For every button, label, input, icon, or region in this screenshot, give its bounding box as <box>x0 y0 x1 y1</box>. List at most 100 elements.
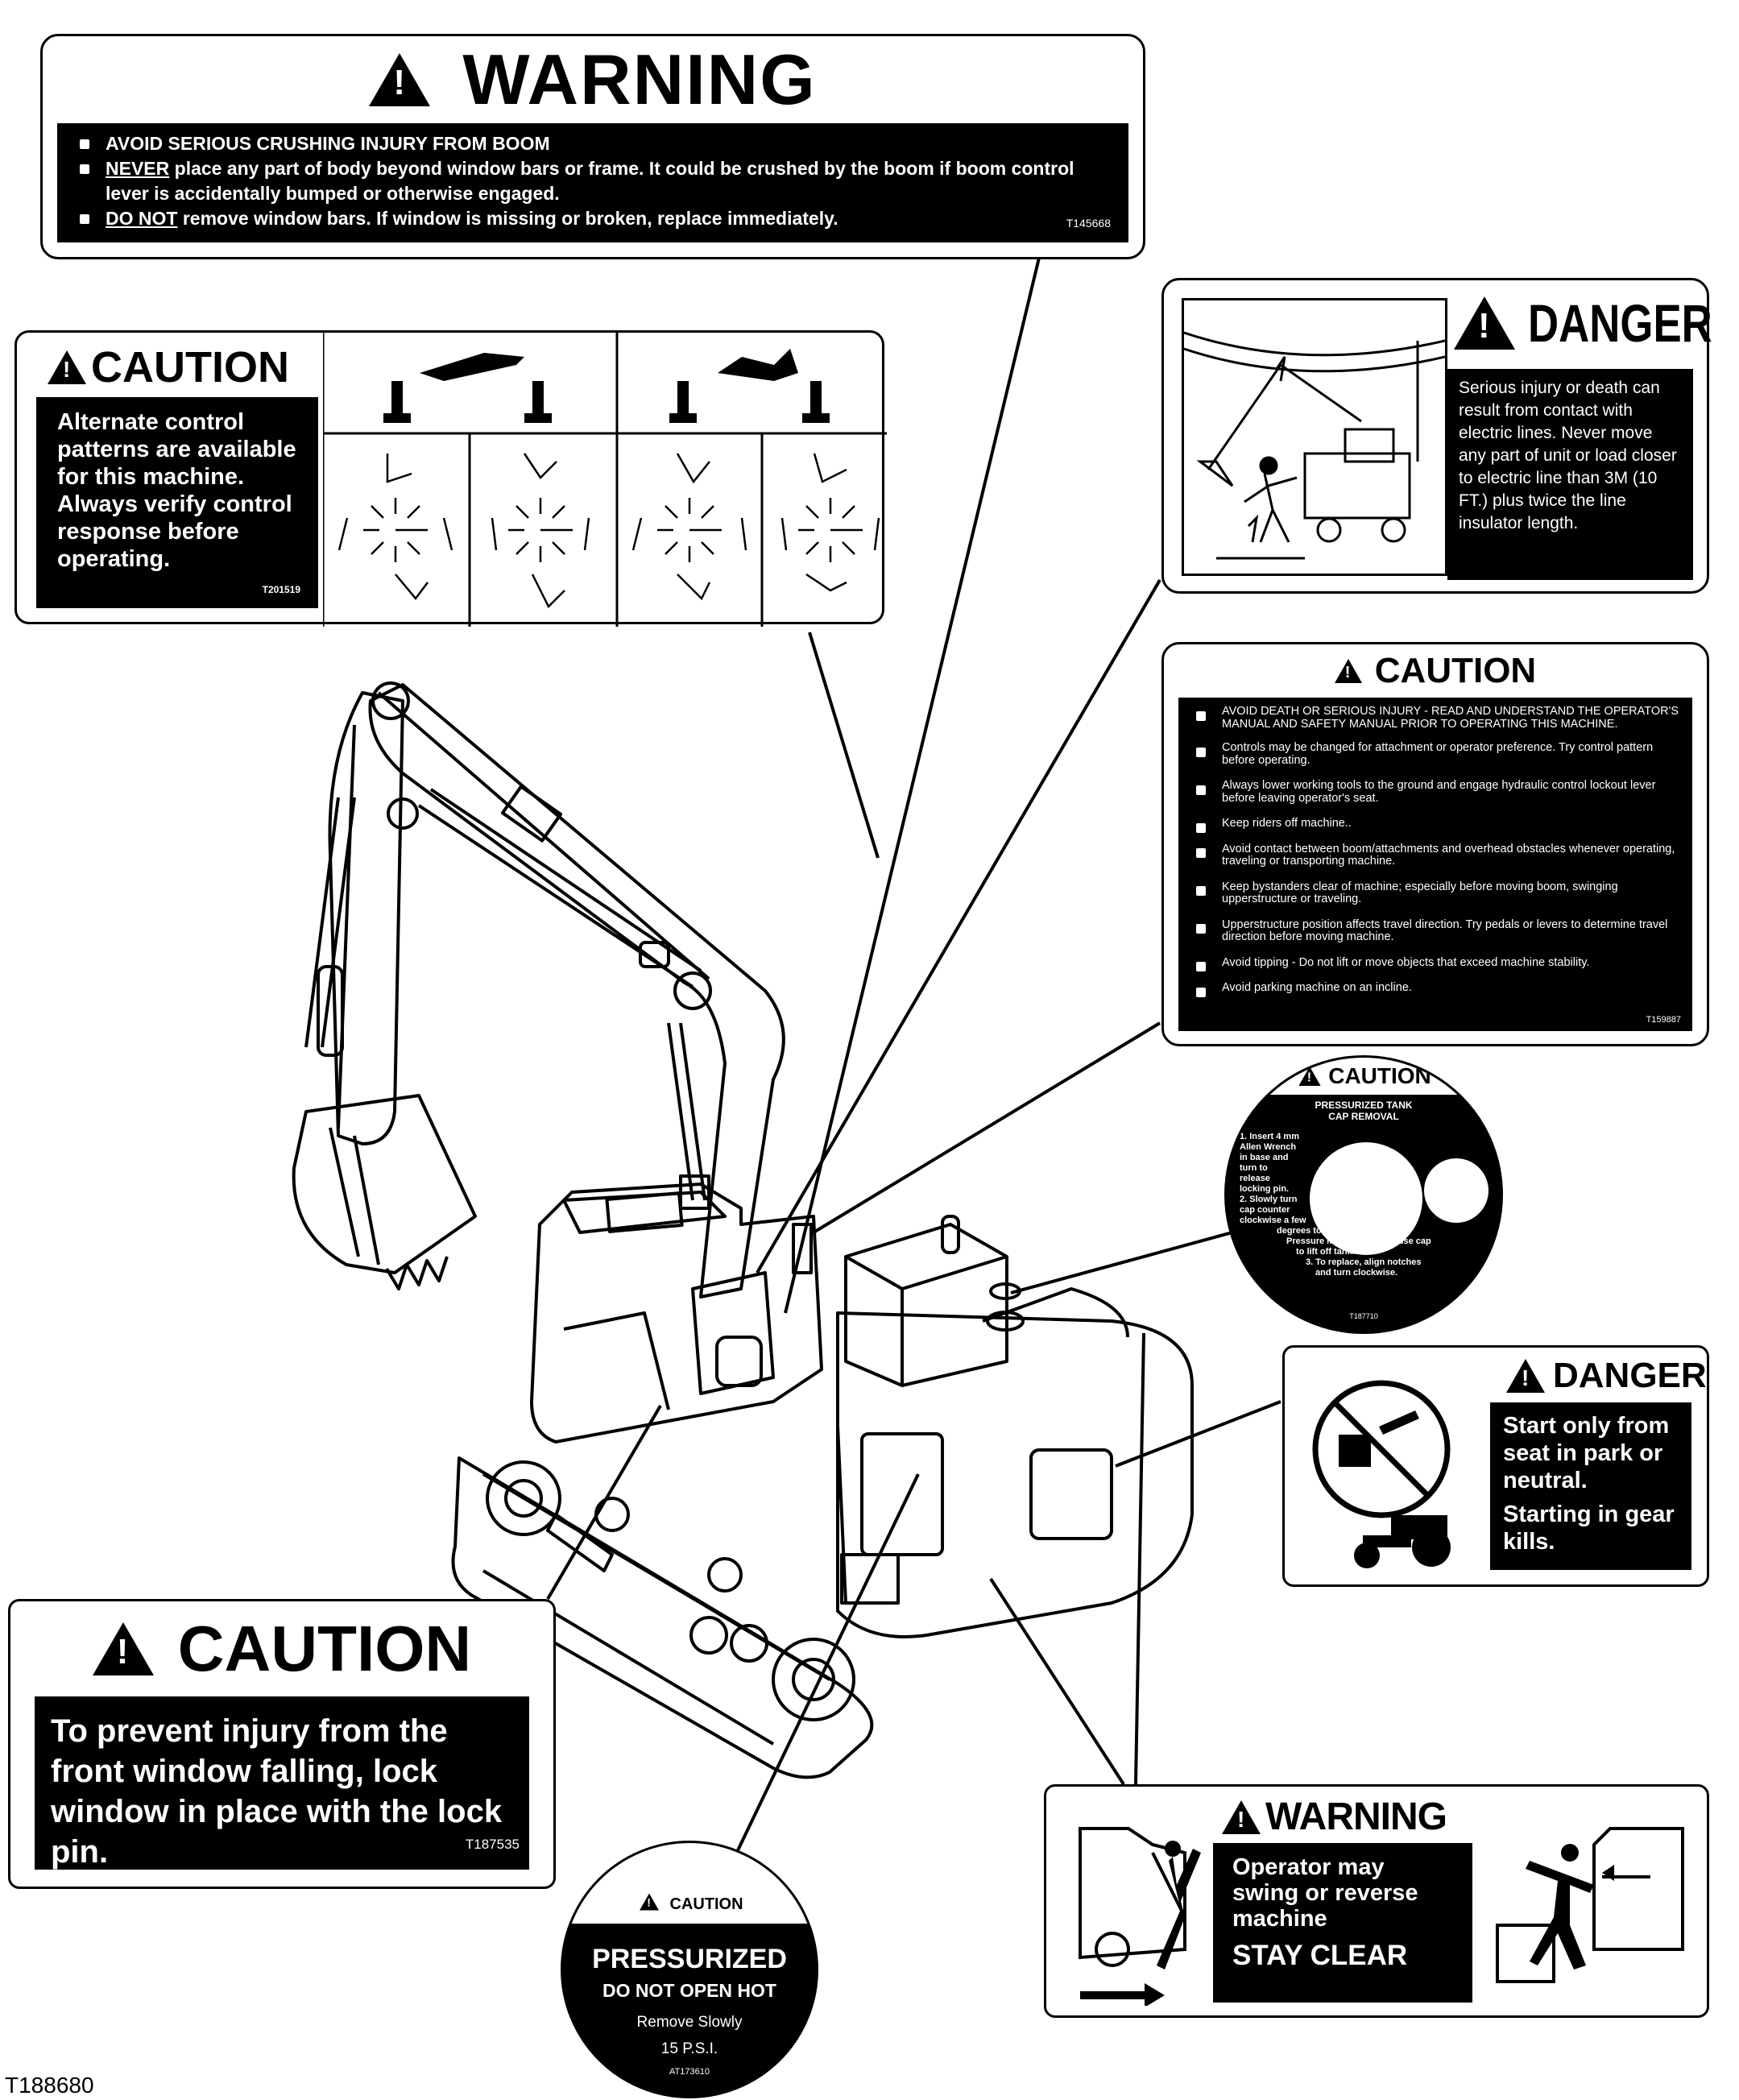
caution-general-item: Upperstructure position affects travel d… <box>1190 918 1681 944</box>
leader-line-caution-pattern <box>808 632 880 859</box>
caution-pattern-body: Alternate control patterns are available… <box>36 397 318 608</box>
warning-swing-stay-clear: STAY CLEAR <box>1232 1940 1408 1971</box>
caution-general-heading: CAUTION <box>1374 651 1537 690</box>
caution-tank-step-line: degrees to relieve pressure. <box>1277 1226 1395 1236</box>
danger-start-text-1: Start only from seat in park or neutral. <box>1503 1413 1670 1493</box>
caution-window-code: T187535 <box>465 1837 520 1852</box>
warning-triangle-icon <box>1222 1800 1261 1834</box>
caution-general-decal: CAUTION AVOID DEATH OR SERIOUS INJURY - … <box>1161 642 1709 1046</box>
caution-window-body: To prevent injury from the front window … <box>35 1696 529 1870</box>
caution-tank-code: T187710 <box>1349 1312 1378 1320</box>
caution-pattern-heading: CAUTION <box>91 343 289 391</box>
caution-tank-step-line: locking pin. <box>1240 1184 1290 1194</box>
caution-triangle-icon <box>640 1893 660 1911</box>
danger-power-body: Serious injury or death can result from … <box>1447 369 1693 580</box>
caution-pattern-code: T201519 <box>262 584 300 595</box>
caution-tank-step-line: Allen Wrench <box>1240 1142 1297 1152</box>
no-bypass-start-icon <box>1312 1380 1451 1568</box>
caution-pressurized-heading: CAUTION <box>669 1895 743 1913</box>
caution-tank-center-hole <box>1310 1142 1422 1255</box>
warning-boom-header: WARNING <box>43 36 1143 123</box>
caution-general-header: CAUTION <box>1164 644 1707 698</box>
danger-start-body: Start only from seat in park or neutral.… <box>1490 1402 1691 1570</box>
caution-triangle-icon <box>1334 659 1362 683</box>
danger-power-heading: DANGER <box>1528 293 1712 353</box>
warning-swing-text: Operator may swing or reverse machine <box>1232 1854 1418 1932</box>
warning-boom-never: NEVER <box>106 158 170 179</box>
caution-window-heading: CAUTION <box>177 1613 472 1684</box>
danger-start-text-2: Starting in gear kills. <box>1503 1501 1675 1555</box>
danger-start-heading: DANGER <box>1553 1356 1707 1395</box>
caution-general-item: Controls may be changed for attachment o… <box>1190 741 1681 767</box>
caution-pattern-decal: CAUTION Alternate control patterns are a… <box>14 330 887 627</box>
caution-pressurized-header: CAUTION <box>563 1843 816 1924</box>
caution-tank-step-line: clockwise a few <box>1240 1216 1306 1225</box>
swing-hazard-right-icon <box>1496 1827 1684 1983</box>
figure-code: T188680 <box>5 2073 94 2098</box>
leader-line-caution-general <box>812 1021 1161 1234</box>
caution-general-body: AVOID DEATH OR SERIOUS INJURY - READ AND… <box>1178 698 1692 1031</box>
danger-triangle-icon <box>1454 296 1515 350</box>
tank-cap-icon <box>1424 1158 1489 1223</box>
boom <box>368 683 785 1299</box>
leader-line-danger-power <box>756 578 1161 1274</box>
warning-boom-bullet-2-text: place any part of body beyond window bar… <box>106 158 1074 204</box>
caution-pressurized-line3: Remove Slowly <box>636 2014 743 2031</box>
caution-window-decal: CAUTION To prevent injury from the front… <box>8 1599 556 1889</box>
warning-boom-heading: WARNING <box>462 39 817 119</box>
caution-general-item: Avoid contact between boom/attachments a… <box>1190 843 1681 868</box>
danger-start-decal: DANGER Start only from seat in park or n… <box>1282 1345 1709 1587</box>
caution-pressurized-decal: CAUTION PRESSURIZED DO NOT OPEN HOT Remo… <box>561 1841 818 2098</box>
control-pattern-diagrams <box>323 333 887 627</box>
warning-boom-bullet-3: DO NOT remove window bars. If window is … <box>73 206 1112 231</box>
caution-general-item: Always lower working tools to the ground… <box>1190 779 1681 805</box>
warning-boom-bullet-2: NEVER place any part of body beyond wind… <box>73 156 1112 206</box>
leader-line-warning-swing-b <box>989 1577 1125 1786</box>
caution-tank-step-line: 2. Slowly turn <box>1240 1195 1298 1204</box>
track-frame <box>451 1456 874 1779</box>
danger-power-decal: DANGER Serious injury or death can resul… <box>1161 278 1712 594</box>
caution-tank-heading: CAUTION <box>1328 1063 1431 1088</box>
caution-tank-step-line: Pressure may suddenly cause cap <box>1286 1236 1431 1246</box>
caution-general-item: AVOID DEATH OR SERIOUS INJURY - READ AND… <box>1190 705 1681 731</box>
caution-tank-title-1: PRESSURIZED TANK <box>1315 1100 1413 1111</box>
caution-general-item: Keep bystanders clear of machine; especi… <box>1190 880 1681 906</box>
warning-boom-code: T145668 <box>1066 217 1111 230</box>
caution-tank-step-line: release <box>1240 1174 1270 1183</box>
caution-general-code: T159887 <box>1646 1014 1681 1025</box>
caution-triangle-icon <box>48 350 86 384</box>
caution-window-header: CAUTION <box>10 1601 553 1696</box>
danger-start-header: DANGER <box>1506 1356 1707 1396</box>
caution-pattern-header: CAUTION <box>48 342 289 392</box>
caution-general-item: Avoid parking machine on an incline. <box>1190 981 1681 996</box>
caution-triangle-icon <box>92 1622 154 1675</box>
caution-pressurized-line4: 15 P.S.I. <box>660 2040 718 2057</box>
caution-general-item: Avoid tipping - Do not lift or move obje… <box>1190 956 1681 971</box>
warning-swing-body: Operator may swing or reverse machine ST… <box>1213 1843 1472 2003</box>
leader-line-warning-swing-a <box>1134 1332 1145 1785</box>
caution-tank-header: CAUTION <box>1227 1058 1501 1095</box>
caution-pressurized-line2: DO NOT OPEN HOT <box>602 1980 776 2001</box>
leader-line-caution-window <box>546 1404 662 1601</box>
warning-swing-heading: WARNING <box>1265 1796 1447 1838</box>
caution-window-text: To prevent injury from the front window … <box>51 1713 503 1870</box>
fuel-tank <box>844 1223 1008 1387</box>
danger-power-header: DANGER <box>1454 292 1739 354</box>
leader-line-warning-boom <box>784 257 1041 1314</box>
warning-swing-header: WARNING <box>1222 1795 1447 1839</box>
warning-boom-body: AVOID SERIOUS CRUSHING INJURY FROM BOOM … <box>57 123 1128 242</box>
caution-tank-title-2: CAP REMOVAL <box>1328 1111 1399 1122</box>
leader-line-caution-tank <box>1010 1231 1233 1294</box>
operator-cab <box>530 1183 823 1443</box>
warning-boom-decal: WARNING AVOID SERIOUS CRUSHING INJURY FR… <box>40 34 1145 259</box>
caution-triangle-icon <box>1298 1067 1321 1086</box>
warning-triangle-icon <box>369 53 431 106</box>
caution-tank-decal: CAUTION PRESSURIZED TANK CAP REMOVAL 1. … <box>1224 1055 1503 1334</box>
warning-boom-bullet-1: AVOID SERIOUS CRUSHING INJURY FROM BOOM <box>73 131 1112 156</box>
warning-boom-bullet-3-text: remove window bars. If window is missing… <box>177 208 838 229</box>
caution-tank-step-line: 1. Insert 4 mm <box>1240 1132 1299 1141</box>
power-line-pictogram <box>1182 298 1447 576</box>
caution-pattern-text: Alternate control patterns are available… <box>57 409 296 572</box>
